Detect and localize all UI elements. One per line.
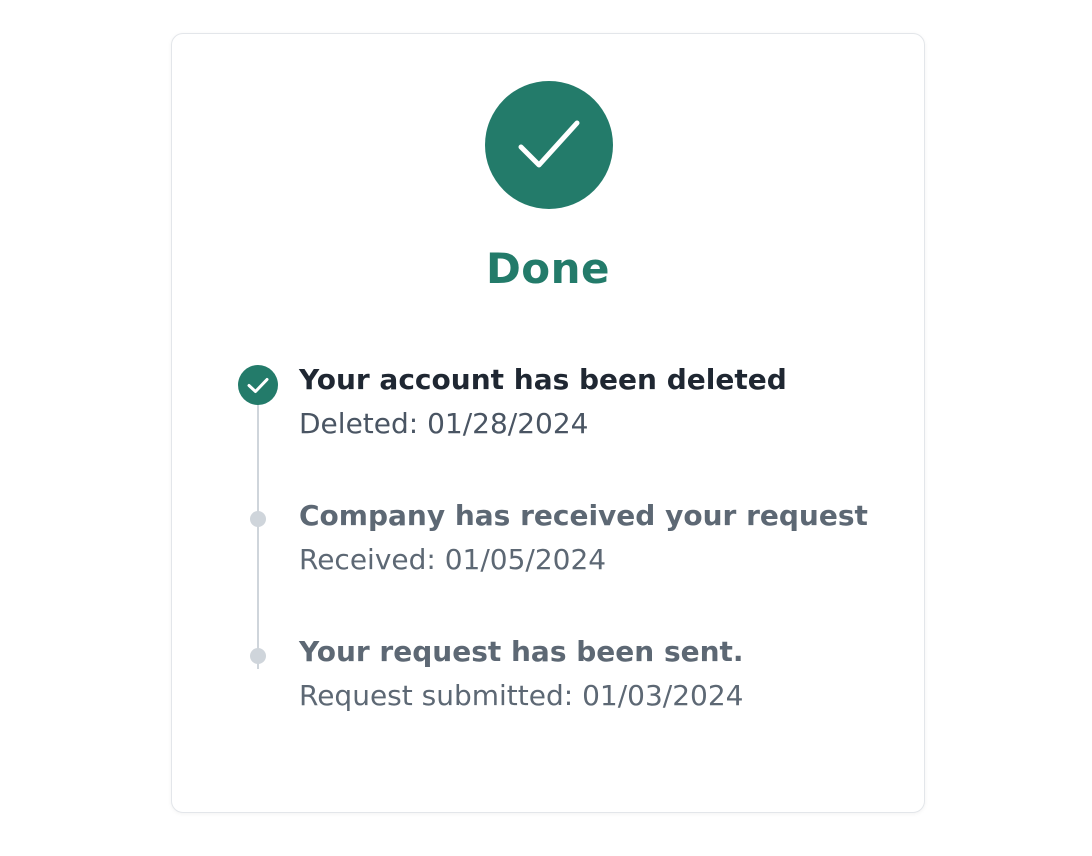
step-detail: Request submitted: 01/03/2024 xyxy=(299,679,744,712)
timeline-step-deleted: Your account has been deleted Deleted: 0… xyxy=(299,362,899,442)
status-card: Done Your account has been deleted Delet… xyxy=(171,33,925,813)
timeline-step-sent: Your request has been sent. Request subm… xyxy=(299,634,899,714)
step-detail: Deleted: 01/28/2024 xyxy=(299,407,589,440)
timeline-step-marker xyxy=(250,648,266,664)
step-title: Your account has been deleted xyxy=(299,363,787,396)
step-title: Company has received your request xyxy=(299,499,868,532)
step-title: Your request has been sent. xyxy=(299,635,744,668)
step-detail: Received: 01/05/2024 xyxy=(299,543,607,576)
status-title: Done xyxy=(485,244,611,293)
success-check-badge xyxy=(485,81,613,209)
check-icon xyxy=(247,378,269,393)
timeline-step-marker xyxy=(250,511,266,527)
timeline-step-completed-marker xyxy=(238,365,278,405)
timeline-step-received: Company has received your request Receiv… xyxy=(299,498,899,578)
check-icon xyxy=(518,120,580,168)
